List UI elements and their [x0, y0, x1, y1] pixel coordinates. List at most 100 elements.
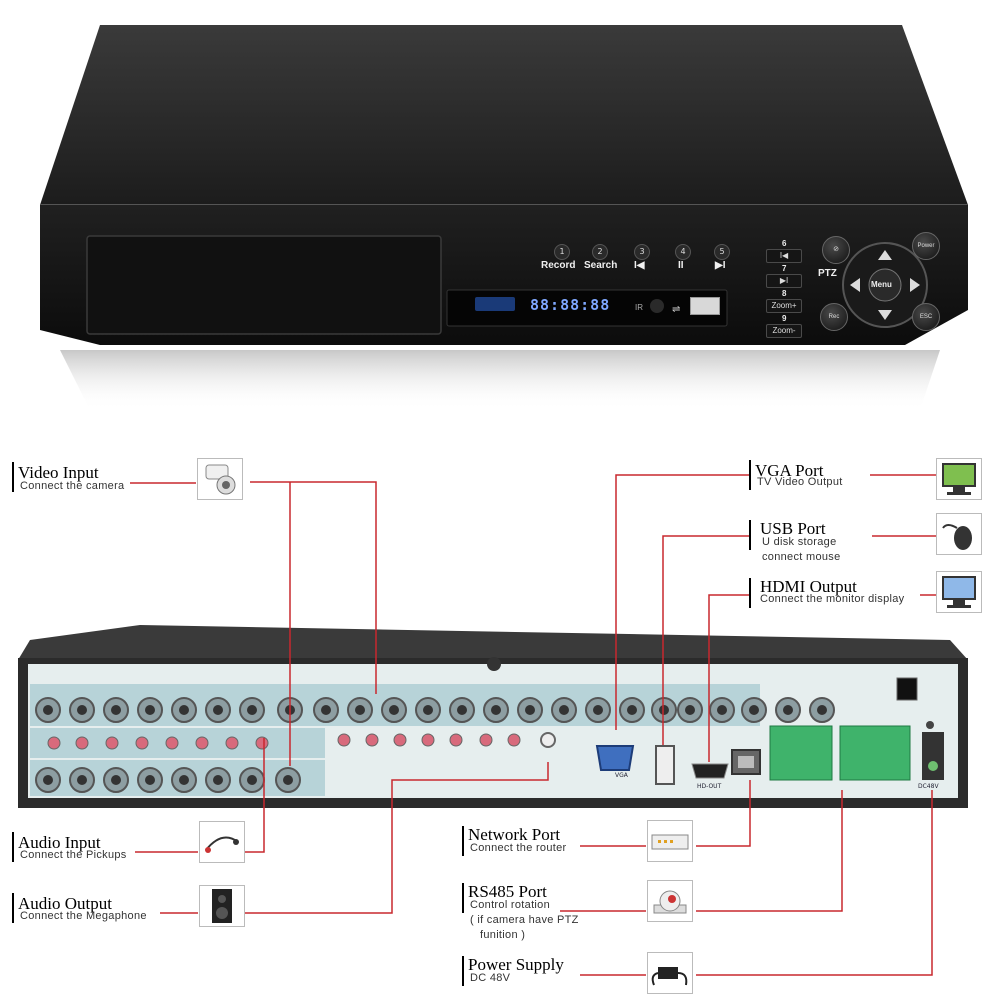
usb-port-title: USB Port [760, 519, 826, 538]
usb-icon: ⇌ [672, 304, 681, 315]
rs485-port-subtitle-1: Control rotation [470, 899, 551, 911]
power-button[interactable]: Power [912, 232, 940, 260]
left-arrow-icon [850, 278, 860, 292]
prev-button[interactable]: 3 [634, 244, 650, 260]
usb-line [662, 535, 750, 745]
key-label: Zoom- [772, 326, 796, 335]
mouse-icon [942, 524, 972, 550]
ptz-round-button[interactable]: ⊘ [822, 236, 850, 264]
dvr-front-panel: 1 Record 2 Search 3 I◀ 4 II 5 ▶I 88:88:8… [0, 0, 1000, 420]
pause-button[interactable]: 4 [675, 244, 691, 260]
ptz-label: PTZ [818, 268, 837, 279]
key-label: I◀ [779, 251, 789, 260]
vga-label: VGA [615, 772, 628, 779]
usb-port[interactable] [655, 745, 675, 785]
network-port-title: Network Port [468, 825, 561, 844]
video-input-line-a [250, 481, 377, 694]
rec-label: Rec [828, 314, 840, 320]
hdmi-output-title: HDMI Output [760, 577, 857, 596]
power-supply-subtitle: DC 48V [470, 972, 511, 984]
vga-port[interactable] [595, 745, 635, 771]
audio-input-subtitle: Connect the Pickups [20, 849, 127, 861]
rs485-port-title: RS485 Port [468, 882, 547, 901]
up-arrow-icon [878, 250, 892, 260]
adapter-thumbnail [647, 952, 693, 994]
speaker-icon [212, 889, 232, 923]
record-button[interactable]: 1 [554, 244, 570, 260]
lcd-icons [475, 297, 515, 311]
callout-bar [462, 956, 464, 986]
audio-input-title: Audio Input [18, 833, 101, 852]
audio-output-line [244, 762, 549, 914]
key-next[interactable]: ▶I [766, 274, 802, 288]
key-number: 7 [782, 264, 787, 273]
dpad[interactable] [840, 240, 930, 330]
button-number: 5 [719, 247, 725, 256]
ptz-camera-thumbnail [647, 880, 693, 922]
key-zoom-out[interactable]: Zoom- [766, 324, 802, 338]
rec-button[interactable]: Rec [820, 303, 848, 331]
network-port-subtitle: Connect the router [470, 842, 567, 854]
callout-bar [749, 578, 751, 608]
monitor-thumbnail [936, 458, 982, 500]
callout-bar [12, 893, 14, 923]
dc-jack[interactable] [922, 732, 944, 780]
dome-camera-icon [653, 890, 687, 914]
callout-bar [462, 826, 464, 856]
rs485-terminal-block-2[interactable] [839, 725, 911, 781]
pickup-thumbnail [199, 821, 245, 863]
rs485-line [696, 790, 843, 912]
ir-sensor [650, 299, 664, 313]
key-number: 8 [782, 289, 787, 298]
hdmi-port[interactable] [691, 763, 729, 779]
rear-chassis-top [18, 625, 968, 660]
router-icon [651, 834, 689, 850]
key-zoom-in[interactable]: Zoom+ [766, 299, 802, 313]
audio-output-title: Audio Output [18, 894, 112, 913]
pause-label: II [678, 260, 684, 271]
video-input-title: Video Input [18, 463, 99, 482]
camera-thumbnail [197, 458, 243, 500]
callout-bar [749, 520, 751, 550]
camera-icon [205, 464, 236, 495]
key-label: Zoom+ [771, 301, 797, 310]
disk-bay-door [86, 235, 442, 335]
microphone-cable-icon [205, 836, 239, 853]
rs485-terminal-block-1[interactable] [769, 725, 833, 781]
dc-label: DC48V [918, 783, 939, 790]
front-usb-port[interactable] [690, 297, 720, 315]
callout-bar [749, 460, 751, 490]
video-input-subtitle: Connect the camera [20, 480, 125, 492]
hdmi-line [708, 594, 750, 762]
chassis-top [40, 25, 968, 205]
button-number: 1 [559, 247, 565, 256]
power-adapter-icon [651, 967, 688, 986]
key-label: ▶I [779, 276, 789, 285]
audio-output-subtitle: Connect the Megaphone [20, 910, 147, 922]
dvr-rear-panel [18, 625, 968, 808]
button-number: 2 [597, 247, 603, 256]
vga-port-subtitle: TV Video Output [757, 476, 843, 488]
power-switch[interactable] [896, 677, 918, 701]
esc-button[interactable]: ESC [912, 303, 940, 331]
power-label: Power [917, 243, 935, 249]
button-number: 3 [639, 247, 645, 256]
menu-label[interactable]: Menu [871, 280, 892, 289]
record-label: Record [541, 260, 576, 271]
audio-input-line [244, 738, 265, 853]
callout-bar [462, 883, 464, 913]
next-button[interactable]: 5 [714, 244, 730, 260]
search-button[interactable]: 2 [592, 244, 608, 260]
button-number: 4 [680, 247, 686, 256]
leader-lines [130, 474, 936, 976]
key-prev[interactable]: I◀ [766, 249, 802, 263]
key-number: 6 [782, 239, 787, 248]
usb-port-subtitle-2: connect mouse [762, 551, 841, 563]
rs485-port-subtitle-3: funition ) [480, 929, 526, 941]
usb-port-subtitle-1: U disk storage [762, 536, 837, 548]
rs485-port-subtitle-2: ( if camera have PTZ [470, 914, 579, 926]
dvr-chassis-front [40, 25, 968, 410]
right-arrow-icon [910, 278, 920, 292]
ir-label: IR [635, 303, 643, 312]
bnc-video-inputs-bottom [35, 767, 301, 793]
